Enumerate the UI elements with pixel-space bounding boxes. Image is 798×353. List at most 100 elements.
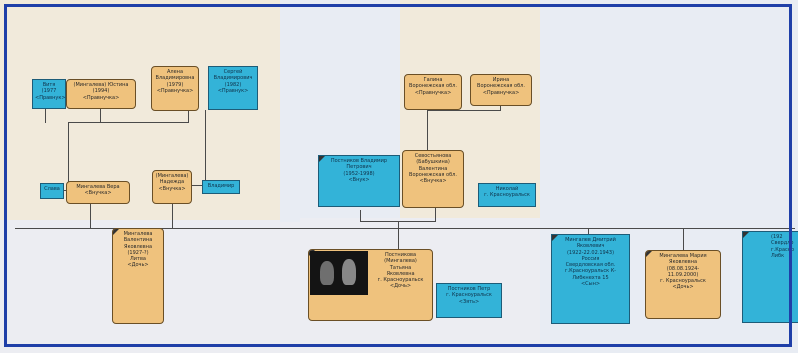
person-card-slava: Слава xyxy=(40,183,64,199)
card-line: Петрович xyxy=(346,164,372,171)
card-line: Постников Владимир xyxy=(330,158,388,164)
card-line: (1977 xyxy=(41,88,57,95)
card-line: (1922-22.02.1943) xyxy=(566,249,615,256)
card-line: Владимир xyxy=(207,183,235,189)
card-line: г.Красно xyxy=(771,246,795,253)
card-line: 11.09.2000) xyxy=(667,271,699,278)
card-line: г. Красноуральск xyxy=(446,292,492,299)
card-line: Мингалева Мария xyxy=(659,253,707,259)
connector-line xyxy=(427,110,501,111)
card-line: Валентина xyxy=(418,165,448,172)
card-line: Алена xyxy=(166,69,184,75)
card-line: г. Красноуральск xyxy=(484,192,530,199)
person-card-yustina: (Мингалева) Юстина(1994)<Правнучка> xyxy=(66,79,136,109)
connector-line xyxy=(172,204,173,228)
connector-line xyxy=(90,204,91,228)
card-line: <Правнучка> xyxy=(82,94,120,101)
card-line: (08.08.1924- xyxy=(666,265,700,272)
card-line: <Внучка> xyxy=(84,190,112,197)
card-line: <Внучка> xyxy=(419,178,447,184)
card-line: <Правнук> xyxy=(217,87,249,94)
card-line: Воронежская обл. xyxy=(409,83,457,90)
card-line: <Правнук> xyxy=(35,94,66,101)
card-line: <Внучка> xyxy=(158,185,186,192)
card-line: Постников Петр xyxy=(447,286,491,292)
card-line: Мингалева Вера xyxy=(76,184,120,190)
connector-line xyxy=(15,228,795,229)
card-line: (Мингалева) xyxy=(155,173,189,179)
card-line: Мингалев Дмитрий xyxy=(565,237,616,243)
card-line: Воронежская обл. xyxy=(409,171,457,178)
card-line: Свердловская обл. xyxy=(565,262,616,268)
card-line: Владимировна xyxy=(155,75,195,82)
connector-line xyxy=(435,208,436,222)
connector-line xyxy=(188,110,189,123)
card-line: Яковлевна xyxy=(123,243,153,250)
card-line: Татьяна xyxy=(389,264,412,271)
card-line: Севостьянова xyxy=(414,153,452,159)
card-line: Надежда xyxy=(159,179,185,186)
card-line: Мингалева xyxy=(123,231,153,237)
card-line: <Зять> xyxy=(458,298,480,305)
card-line: Либкнехта 15 xyxy=(572,274,609,281)
card-line: Яковлевич xyxy=(576,243,605,250)
connector-line xyxy=(398,221,399,249)
connector-line xyxy=(45,108,46,123)
card-line: Валентина xyxy=(123,237,153,244)
card-line: Воронежская обл. xyxy=(477,83,525,90)
card-line: <Внук> xyxy=(348,176,370,183)
card-line: г. Красноуральск xyxy=(660,278,706,284)
card-line: Николай xyxy=(495,186,519,192)
connector-line xyxy=(427,110,428,150)
card-line: Яковлевна xyxy=(668,259,698,266)
connector-line xyxy=(588,228,589,236)
card-line: (Бабушкина) xyxy=(416,159,450,166)
connector-line xyxy=(68,122,188,123)
photo-border xyxy=(4,4,792,347)
card-line: Яковлевна xyxy=(386,270,415,277)
connector-line xyxy=(190,185,202,186)
card-line: <Правнучка> xyxy=(414,89,452,96)
card-line: Свердло xyxy=(771,240,794,247)
person-card-nadezhda: (Мингалева)Надежда<Внучка> xyxy=(152,170,192,204)
card-line: Россия xyxy=(581,255,600,262)
card-line: Галина xyxy=(423,77,443,83)
card-line: (1952-1998) xyxy=(343,170,375,177)
card-line: Витя xyxy=(42,82,56,88)
card-line: (192 xyxy=(771,234,783,240)
person-card-vitya: Витя(1977<Правнук> xyxy=(32,79,66,109)
card-line: Либк xyxy=(771,252,785,259)
card-line: Ирина xyxy=(492,77,510,83)
card-line: <Правнучка> xyxy=(156,87,194,94)
card-line: (Мингалева) Юстина xyxy=(73,82,129,88)
connector-line xyxy=(500,104,501,111)
portrait-photo xyxy=(310,251,368,295)
connector-line xyxy=(683,228,684,250)
connector-line xyxy=(60,190,68,191)
card-line: <Дочь> xyxy=(672,284,694,291)
connector-line xyxy=(205,110,206,180)
card-line: <Дочь> xyxy=(127,262,149,269)
card-line: Слава xyxy=(44,186,60,192)
card-line: Сергей xyxy=(223,69,243,75)
connector-line xyxy=(68,122,69,188)
card-line: (1994) xyxy=(92,88,110,95)
card-line: г.Красноуральск К- xyxy=(564,268,617,275)
card-line: Постникова xyxy=(384,252,417,258)
card-line: (1982) xyxy=(224,81,242,88)
card-line: Литва xyxy=(130,256,146,262)
card-line: <Сын> xyxy=(580,280,601,287)
